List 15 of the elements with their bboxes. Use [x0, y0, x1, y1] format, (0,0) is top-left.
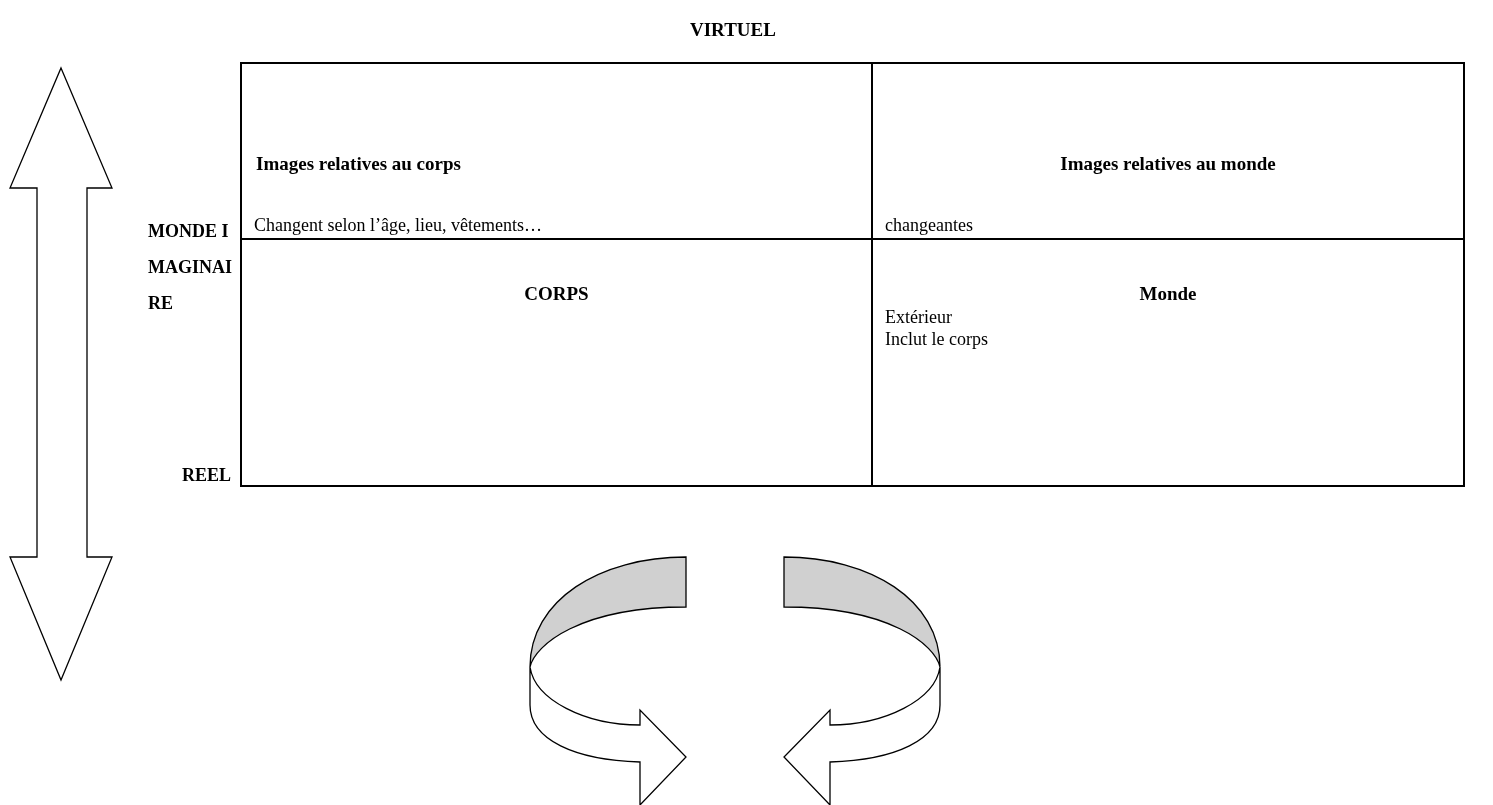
axis-label: MONDE IMAGINAIRE	[148, 220, 233, 315]
cell-text: Inclut le corps	[884, 328, 989, 351]
table-cell	[873, 240, 1465, 487]
cell-heading: CORPS	[523, 282, 590, 306]
cell-heading: Images relatives au corps	[255, 151, 462, 176]
cell-heading: Images relatives au monde	[1059, 151, 1277, 176]
table-cell	[240, 62, 873, 240]
cell-text: Extérieur	[884, 305, 953, 329]
table-cell	[240, 240, 873, 487]
cell-heading: Monde	[1138, 282, 1198, 306]
table-cell	[873, 62, 1465, 240]
title: VIRTUEL	[690, 18, 776, 42]
cell-text: Changent selon l’âge, lieu, vêtements…	[253, 213, 543, 236]
cell-text: changeantes	[884, 213, 974, 236]
axis-label: REEL	[182, 464, 233, 487]
